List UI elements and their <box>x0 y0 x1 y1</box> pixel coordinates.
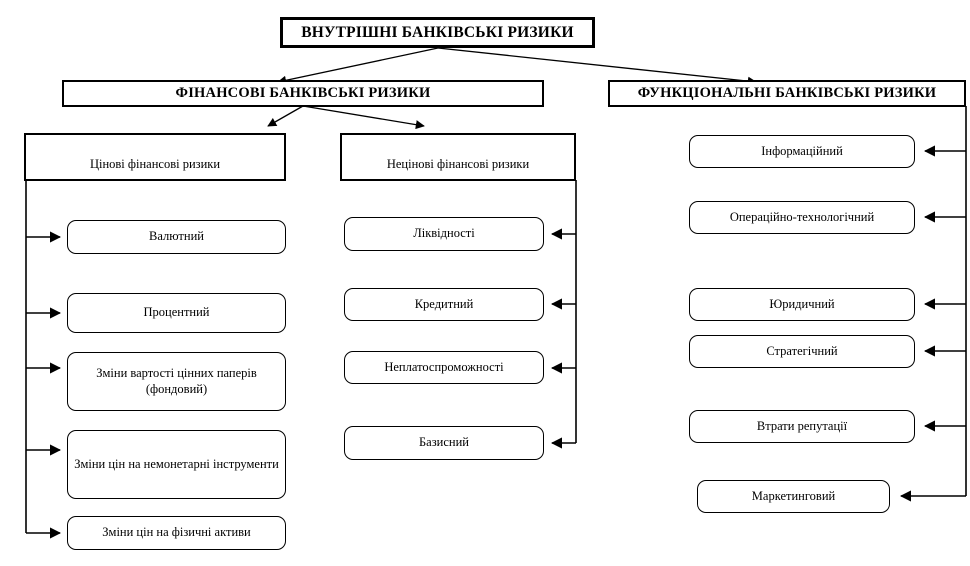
node-functional-risks[interactable]: ФУНКЦІОНАЛЬНІ БАНКІВСЬКІ РИЗИКИ <box>608 80 966 107</box>
node-price-item-0[interactable]: Валютний <box>67 220 286 254</box>
node-nonprice-item-2-label: Неплатоспроможності <box>384 359 504 374</box>
node-functional-item-3-label: Стратегічний <box>766 343 838 358</box>
edge-root-to-financial <box>277 47 439 85</box>
node-price-item-0-label: Валютний <box>149 229 204 244</box>
node-functional-item-5-label: Маркетинговий <box>751 488 836 503</box>
node-functional-item-1-label: Операційно-технологічний <box>729 209 875 224</box>
node-nonprice-financial-risks[interactable]: Нецінові фінансові ризики <box>340 133 576 181</box>
node-financial-risks[interactable]: ФІНАНСОВІ БАНКІВСЬКІ РИЗИКИ <box>62 80 544 107</box>
edge-price-branches <box>26 231 62 539</box>
node-functional-item-4-label: Втрати репутації <box>756 418 848 433</box>
node-price-item-1[interactable]: Процентний <box>67 293 286 333</box>
node-root[interactable]: ВНУТРІШНІ БАНКІВСЬКІ РИЗИКИ <box>280 17 595 48</box>
edge-root-to-functional <box>437 47 757 86</box>
node-price-financial-risks-label: Цінові фінансові ризики <box>89 157 221 172</box>
node-functional-item-5[interactable]: Маркетинговий <box>697 480 890 513</box>
node-root-label: ВНУТРІШНІ БАНКІВСЬКІ РИЗИКИ <box>301 23 574 41</box>
node-functional-risks-label: ФУНКЦІОНАЛЬНІ БАНКІВСЬКІ РИЗИКИ <box>637 85 937 102</box>
node-functional-item-4[interactable]: Втрати репутації <box>689 410 915 443</box>
node-nonprice-item-3[interactable]: Базисний <box>344 426 544 460</box>
node-price-item-4[interactable]: Зміни цін на фізичні активи <box>67 516 286 550</box>
node-price-item-3[interactable]: Зміни цін на немонетарні інструменти <box>67 430 286 499</box>
node-nonprice-item-1[interactable]: Кредитний <box>344 288 544 321</box>
node-price-item-1-label: Процентний <box>143 305 210 320</box>
node-functional-item-3[interactable]: Стратегічний <box>689 335 915 368</box>
node-nonprice-item-0-label: Ліквідності <box>413 226 475 241</box>
node-nonprice-item-1-label: Кредитний <box>414 296 474 311</box>
node-functional-item-2-label: Юридичний <box>769 296 835 311</box>
edge-financial-to-price <box>267 105 304 127</box>
node-functional-item-1[interactable]: Операційно-технологічний <box>689 201 915 234</box>
edge-financial-to-nonprice <box>302 105 425 130</box>
edge-nonprice-branches <box>550 228 576 449</box>
node-price-item-3-label: Зміни цін на немонетарні інструменти <box>74 456 279 471</box>
node-financial-risks-label: ФІНАНСОВІ БАНКІВСЬКІ РИЗИКИ <box>175 85 431 102</box>
node-price-item-4-label: Зміни цін на фізичні активи <box>102 525 251 540</box>
node-price-financial-risks[interactable]: Цінові фінансові ризики <box>24 133 286 181</box>
node-functional-item-0[interactable]: Інформаційний <box>689 135 915 168</box>
node-functional-item-2[interactable]: Юридичний <box>689 288 915 321</box>
node-nonprice-financial-risks-label: Нецінові фінансові ризики <box>386 157 530 172</box>
node-price-item-2[interactable]: Зміни вартості цінних паперів (фондовий) <box>67 352 286 411</box>
node-nonprice-item-2[interactable]: Неплатоспроможності <box>344 351 544 384</box>
node-nonprice-item-0[interactable]: Ліквідності <box>344 217 544 251</box>
node-price-item-2-label: Зміни вартості цінних паперів (фондовий) <box>96 365 257 396</box>
node-functional-item-0-label: Інформаційний <box>761 143 843 158</box>
node-nonprice-item-3-label: Базисний <box>419 435 469 450</box>
